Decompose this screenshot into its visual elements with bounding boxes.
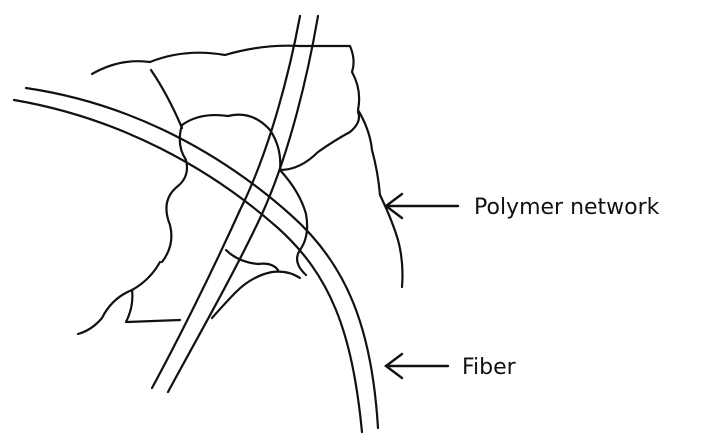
fiber-curved-edge	[14, 100, 362, 432]
fiber-curved-edge	[26, 88, 378, 428]
polymer-network-strand	[280, 112, 359, 170]
polymer-network-outline	[92, 46, 403, 287]
fiber-label: Fiber	[462, 355, 517, 380]
fiber-steep-edge	[152, 16, 300, 388]
polymer-network-strand	[226, 250, 278, 270]
polymer-network-strand	[280, 170, 307, 275]
polymer-network-strand	[182, 115, 280, 170]
polymer-network-strand	[78, 262, 160, 334]
fiber-steep	[152, 16, 318, 392]
polymer-network-strand	[162, 125, 187, 262]
polymer-network-strand	[126, 290, 180, 322]
polymer-network-label: Polymer network	[474, 195, 660, 220]
polymer-network-arrow	[386, 194, 458, 218]
polymer-network	[78, 46, 403, 334]
fiber-arrow	[386, 354, 448, 378]
polymer-network-strand	[212, 272, 300, 318]
fiber-curved	[14, 88, 378, 432]
polymer-network-strand	[151, 70, 182, 128]
